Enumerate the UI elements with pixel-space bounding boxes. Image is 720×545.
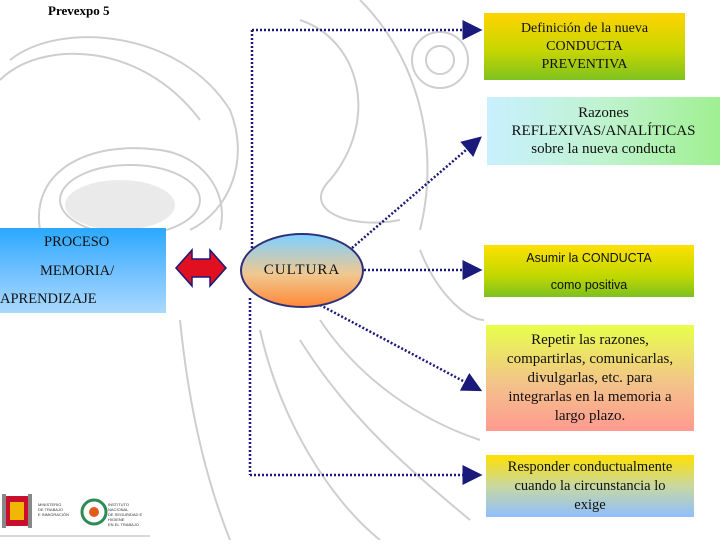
box-repetir-line-2: compartirlas, comunicarlas, xyxy=(506,350,674,367)
box-definicion-line-2: CONDUCTA xyxy=(546,38,623,54)
logo-ministerio-line-3: E INMIGRACIÓN xyxy=(38,512,69,517)
box-responder-line-3: exige xyxy=(574,496,606,513)
box-repetir-line-3: divulgarlas, etc. para xyxy=(527,369,653,386)
connector-razones xyxy=(351,136,482,249)
box-definicion-line-1: Definición de la nueva xyxy=(520,20,649,36)
box-razones-line-2: REFLEXIVAS/ANALÍTICAS xyxy=(511,123,696,139)
footer-logos: MINISTERIO DE TRABAJO E INMIGRACIÓN INST… xyxy=(0,490,150,540)
box-repetir-line-1: Repetir las razones, xyxy=(531,331,649,348)
ministerio-crest-icon xyxy=(0,494,150,537)
box-responder-line-2: cuando la circunstancia lo xyxy=(514,477,666,494)
box-responder-line-1: Responder conductualmente xyxy=(507,458,673,475)
box-razones: Razones REFLEXIVAS/ANALÍTICAS sobre la n… xyxy=(487,97,720,165)
box-responder: Responder conductualmente cuando la circ… xyxy=(486,455,694,517)
connector-repetir xyxy=(319,303,483,392)
box-proceso: PROCESO MEMORIA/ APRENDIZAJE xyxy=(0,228,166,313)
box-proceso-line-2: MEMORIA/ xyxy=(40,263,115,279)
oval-cultura: CULTURA xyxy=(240,233,364,308)
logo-instituto-line-2: DE SEGURIDAD E HIGIENE xyxy=(108,512,143,522)
box-repetir-line-4: integrarlas en la memoria a xyxy=(508,388,672,405)
double-arrow-icon xyxy=(174,248,228,288)
logo-instituto-line-3: EN EL TRABAJO xyxy=(108,522,139,527)
box-repetir: Repetir las razones, compartirlas, comun… xyxy=(486,325,694,431)
slide-title: Prevexpo 5 xyxy=(48,3,110,18)
box-asumir: Asumir la CONDUCTA como positiva xyxy=(484,245,694,297)
box-asumir-line-2: como positiva xyxy=(550,278,628,292)
box-razones-line-1: Razones xyxy=(578,105,629,121)
box-asumir-line-1: Asumir la CONDUCTA xyxy=(526,251,652,265)
box-proceso-line-3: APRENDIZAJE xyxy=(0,291,97,307)
logo-ministerio-line-1: MINISTERIO xyxy=(38,502,62,507)
box-proceso-line-1: PROCESO xyxy=(44,234,110,250)
logo-ministerio-line-2: DE TRABAJO xyxy=(38,507,64,512)
box-razones-line-3: sobre la nueva conducta xyxy=(531,141,676,157)
logo-instituto-line-1: INSTITUTO NACIONAL xyxy=(108,502,130,512)
logo-ministerio-text: MINISTERIO DE TRABAJO E INMIGRACIÓN xyxy=(38,502,69,517)
oval-cultura-label: CULTURA xyxy=(263,262,341,278)
box-repetir-line-5: largo plazo. xyxy=(554,407,626,424)
logo-instituto-text: INSTITUTO NACIONAL DE SEGURIDAD E HIGIEN… xyxy=(108,502,150,527)
box-definicion-line-3: PREVENTIVA xyxy=(541,56,628,72)
box-definicion: Definición de la nueva CONDUCTA PREVENTI… xyxy=(484,13,685,80)
